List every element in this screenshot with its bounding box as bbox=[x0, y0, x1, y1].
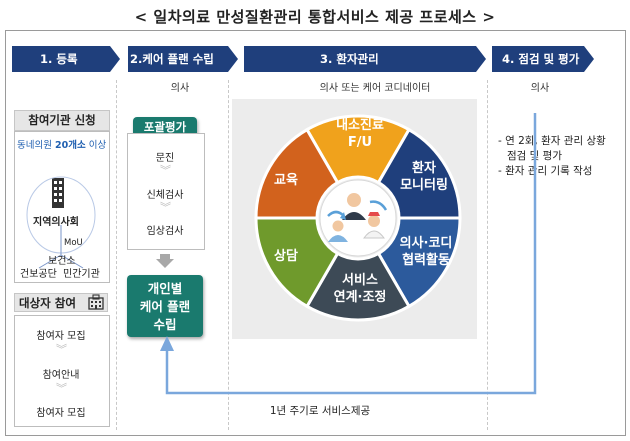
stage-4-actor: 의사 bbox=[530, 83, 550, 94]
wheel-label-monitoring: 환자 모니터링 bbox=[400, 161, 448, 193]
assessment-box bbox=[127, 133, 205, 250]
column-divider bbox=[487, 80, 488, 430]
cycle-label: 1년 주기로 서비스제공 bbox=[269, 405, 371, 417]
wheel-label-collaboration: 의사·코디 협력활동 bbox=[399, 236, 453, 268]
column-divider bbox=[116, 80, 117, 430]
chevron-down-icon: ︾ bbox=[56, 343, 67, 356]
assessment-step-3: 임상검사 bbox=[146, 226, 184, 237]
column-divider bbox=[228, 80, 229, 430]
stage-1-arrow bbox=[12, 46, 120, 72]
care-plan-line: 수립 bbox=[153, 317, 177, 332]
stage-1-label: 1. 등록 bbox=[40, 52, 78, 66]
target-participation-box bbox=[14, 315, 110, 427]
wheel-label-counseling: 상담 bbox=[274, 249, 298, 264]
chevron-down-icon: ︾ bbox=[160, 201, 171, 214]
wheel-label-education: 교육 bbox=[274, 173, 298, 188]
nhis-label: 건보공단 bbox=[20, 269, 57, 280]
stage-2-label: 2.케어 플랜 수립 bbox=[130, 52, 214, 66]
page-title: < 일차의료 만성질환관리 통합서비스 제공 프로세스 > bbox=[134, 8, 496, 26]
care-plan-line: 개인별 bbox=[147, 281, 183, 296]
down-arrow-icon bbox=[156, 254, 174, 268]
wheel-label-visit-care: 내소진료 F/U bbox=[336, 118, 384, 150]
target-step-1: 참여자 모집 bbox=[36, 331, 86, 342]
clinic-requirement: 동네의원 20개소 이상 bbox=[17, 140, 107, 151]
stage-3-actor: 의사 또는 케어 코디네이터 bbox=[319, 83, 431, 94]
wheel-segment-education bbox=[254, 127, 340, 220]
private-org-label: 민간기관 bbox=[63, 269, 100, 280]
hospital-icon bbox=[88, 294, 104, 310]
chevron-down-icon: ︾ bbox=[160, 164, 171, 177]
org-apply-header: 참여기관 신청 bbox=[14, 110, 110, 131]
stage-2-actor: 의사 bbox=[170, 83, 190, 94]
comprehensive-assessment-badge: 포괄평가 bbox=[133, 117, 197, 137]
care-plan-line: 케어 플랜 bbox=[139, 299, 191, 314]
process-frame bbox=[5, 30, 626, 436]
evaluation-item-2: - 환자 관리 기록 작성 bbox=[498, 165, 593, 177]
stage-2-arrow bbox=[128, 46, 238, 72]
org-network-lines bbox=[26, 176, 96, 269]
individual-care-plan-box: 개인별 케어 플랜 수립 bbox=[127, 275, 203, 337]
stage-3-label: 3. 환자관리 bbox=[320, 52, 379, 66]
health-center-label: 보건소 bbox=[48, 256, 76, 267]
stage-4-arrow bbox=[492, 46, 594, 72]
stage-4-label: 4. 점검 및 평가 bbox=[502, 52, 580, 66]
target-participation-header: 대상자 참여 bbox=[14, 293, 108, 312]
stage-3-arrow bbox=[244, 46, 486, 72]
care-wheel bbox=[254, 114, 462, 322]
assessment-step-2: 신체검사 bbox=[146, 190, 184, 201]
chevron-down-icon: ︾ bbox=[56, 382, 67, 395]
building-icon bbox=[52, 178, 64, 208]
doctor-nurse-patient-icon bbox=[327, 193, 388, 242]
evaluation-item-1: - 연 2회, 환자 관리 상황 bbox=[498, 135, 606, 147]
mou-label: MoU bbox=[64, 238, 83, 248]
target-step-3: 참여자 모집 bbox=[36, 408, 86, 419]
stage-banner bbox=[12, 46, 594, 72]
cycle-loop-arrow bbox=[160, 113, 537, 395]
target-step-2: 참여안내 bbox=[42, 370, 80, 381]
local-medical-association: 지역의사회 bbox=[33, 217, 79, 228]
wheel-label-service-link: 서비스 연계·조정 bbox=[333, 273, 387, 305]
assessment-step-1: 문진 bbox=[155, 153, 175, 164]
